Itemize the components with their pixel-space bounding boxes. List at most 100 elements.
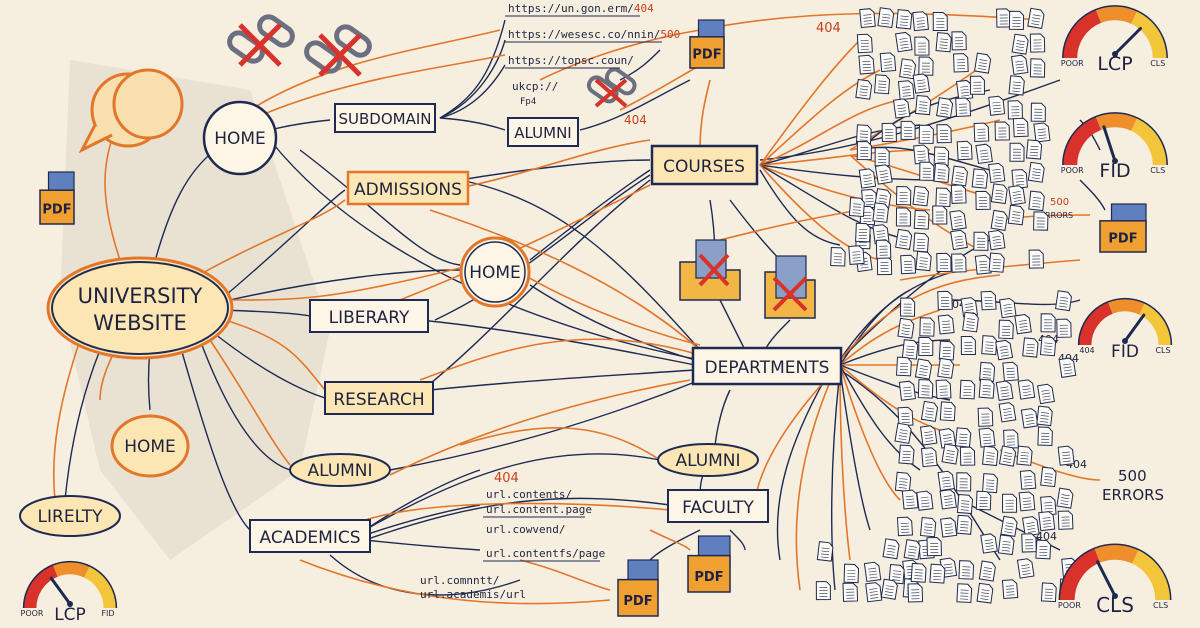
document-page-icon <box>898 444 915 465</box>
node-alumni-top[interactable]: ALUMNI <box>507 117 579 147</box>
url-bottom-1[interactable]: url.contents/ <box>486 488 572 501</box>
url-list-top: https://un.gon.erm/404 https://wesesc.co… <box>505 2 680 107</box>
document-page-icon <box>939 489 957 510</box>
document-page-icon <box>955 97 972 117</box>
university-website-line1: UNIVERSITY <box>78 284 203 308</box>
document-page-icon <box>900 120 916 140</box>
document-page-icon <box>815 581 831 601</box>
node-home-left[interactable]: HOME <box>110 414 190 478</box>
pdf-icon[interactable]: PDF <box>687 535 731 593</box>
node-alumni-mid[interactable]: ALUMNI <box>289 453 391 487</box>
node-home-center[interactable]: HOME <box>459 236 531 308</box>
document-page-icon <box>865 582 883 603</box>
node-courses[interactable]: COURSES <box>650 144 759 186</box>
node-home-top[interactable]: HOME <box>202 100 278 176</box>
gauge-left-label: POOR <box>1058 601 1081 610</box>
document-page-icon <box>912 232 930 253</box>
node-academics[interactable]: ACADEMICS <box>249 519 371 553</box>
document-page-icon <box>918 56 934 76</box>
url-bottom-2[interactable]: url.content.page <box>486 503 592 516</box>
gauge-needle <box>1113 27 1142 56</box>
document-page-icon <box>912 73 931 94</box>
document-page-icon <box>990 209 1008 231</box>
document-page-icon <box>939 401 956 422</box>
document-page-icon <box>920 447 938 468</box>
url-top-1[interactable]: https://un.gon.erm/404 <box>508 2 654 15</box>
gauge-metric-label: CLS <box>1096 593 1134 617</box>
error-500-top-num: 500 <box>1050 197 1069 208</box>
document-page-icon <box>936 252 952 273</box>
node-liberary[interactable]: LIBERARY <box>309 299 429 333</box>
document-page-icon <box>816 541 834 562</box>
document-page-icon <box>1027 161 1045 183</box>
gauge-right-label: CLS <box>1150 166 1165 175</box>
gauge-right-label: CLS <box>1150 59 1165 68</box>
document-page-icon <box>971 168 989 189</box>
document-page-icon <box>1040 313 1056 333</box>
document-page-icon <box>875 239 892 259</box>
broken-link-icon-3 <box>586 67 637 108</box>
gauge-needle <box>1096 560 1117 598</box>
node-university-website[interactable]: UNIVERSITY WEBSITE <box>46 256 234 360</box>
gauge-right-label: FID <box>101 609 114 618</box>
url-top-4[interactable]: ukcp:// <box>512 80 558 93</box>
document-page-icon <box>937 470 955 492</box>
document-page-icon <box>998 445 1017 467</box>
document-page-icon <box>895 228 913 250</box>
pdf-icon[interactable]: PDF <box>1099 203 1147 253</box>
document-page-icon <box>988 252 1005 273</box>
document-page-icon <box>1027 7 1045 29</box>
document-page-icon <box>960 335 976 356</box>
gauge-left-label: 404 <box>1079 346 1094 355</box>
url-bottom-4[interactable]: url.contentfs/page <box>486 547 605 560</box>
node-lirelty[interactable]: LIRELTY <box>19 495 121 537</box>
url-bottom-6[interactable]: url.academis/url <box>420 588 526 601</box>
document-page-icon <box>1000 515 1018 537</box>
document-page-icon <box>1010 54 1029 76</box>
faculty-label: FACULTY <box>682 498 754 518</box>
document-page-icon <box>935 187 951 207</box>
error-404-top: 404 <box>816 21 841 36</box>
document-page-icon <box>1039 336 1057 357</box>
document-page-icon <box>975 143 993 165</box>
document-page-icon <box>919 516 937 538</box>
url-top-2[interactable]: https://wesesc.co/nnin/500 <box>508 28 680 41</box>
document-page-icon <box>1057 445 1075 466</box>
node-research[interactable]: RESEARCH <box>324 381 434 415</box>
document-page-icon <box>949 210 967 231</box>
url-bottom-5[interactable]: url.comnntt/ <box>420 574 499 587</box>
node-subdomain[interactable]: SUBDOMAIN <box>334 103 436 133</box>
node-admissions[interactable]: ADMISSIONS <box>346 170 470 206</box>
url-top-3[interactable]: https://topsc.coun/ <box>508 54 634 67</box>
document-page-icon <box>951 31 967 51</box>
liberary-label: LIBERARY <box>329 308 410 328</box>
speech-bubbles-icon <box>78 68 184 154</box>
document-page-icon <box>1037 426 1053 447</box>
document-page-icon <box>1007 100 1023 120</box>
document-page-icon <box>999 297 1017 319</box>
document-page-icon <box>1036 383 1055 405</box>
pdf-icon[interactable]: PDF <box>617 559 659 617</box>
document-page-icon <box>937 290 953 311</box>
document-page-icon <box>897 317 915 339</box>
document-page-icon <box>956 583 973 604</box>
document-page-icon <box>979 361 996 382</box>
document-page-icon <box>1033 211 1049 231</box>
url-bottom-3[interactable]: url.cowvend/ <box>486 523 565 536</box>
node-faculty[interactable]: FACULTY <box>667 489 769 523</box>
gauge-metric-label: LCP <box>54 605 86 625</box>
gauge-metric-label: LCP <box>1097 53 1132 75</box>
pdf-icon[interactable]: PDF <box>39 171 75 225</box>
document-page-icon <box>988 162 1006 184</box>
node-alumni-right[interactable]: ALUMNI <box>657 443 759 477</box>
document-page-icon <box>910 562 927 583</box>
gauge-metric-label: FID <box>1111 342 1139 362</box>
pdf-icon[interactable]: PDF <box>689 19 725 69</box>
connections-ink <box>64 19 1106 596</box>
url-list-bottom: url.contents/ url.content.page url.cowve… <box>420 488 605 601</box>
node-departments[interactable]: DEPARTMENTS <box>691 346 843 386</box>
document-page-icon <box>903 539 921 561</box>
